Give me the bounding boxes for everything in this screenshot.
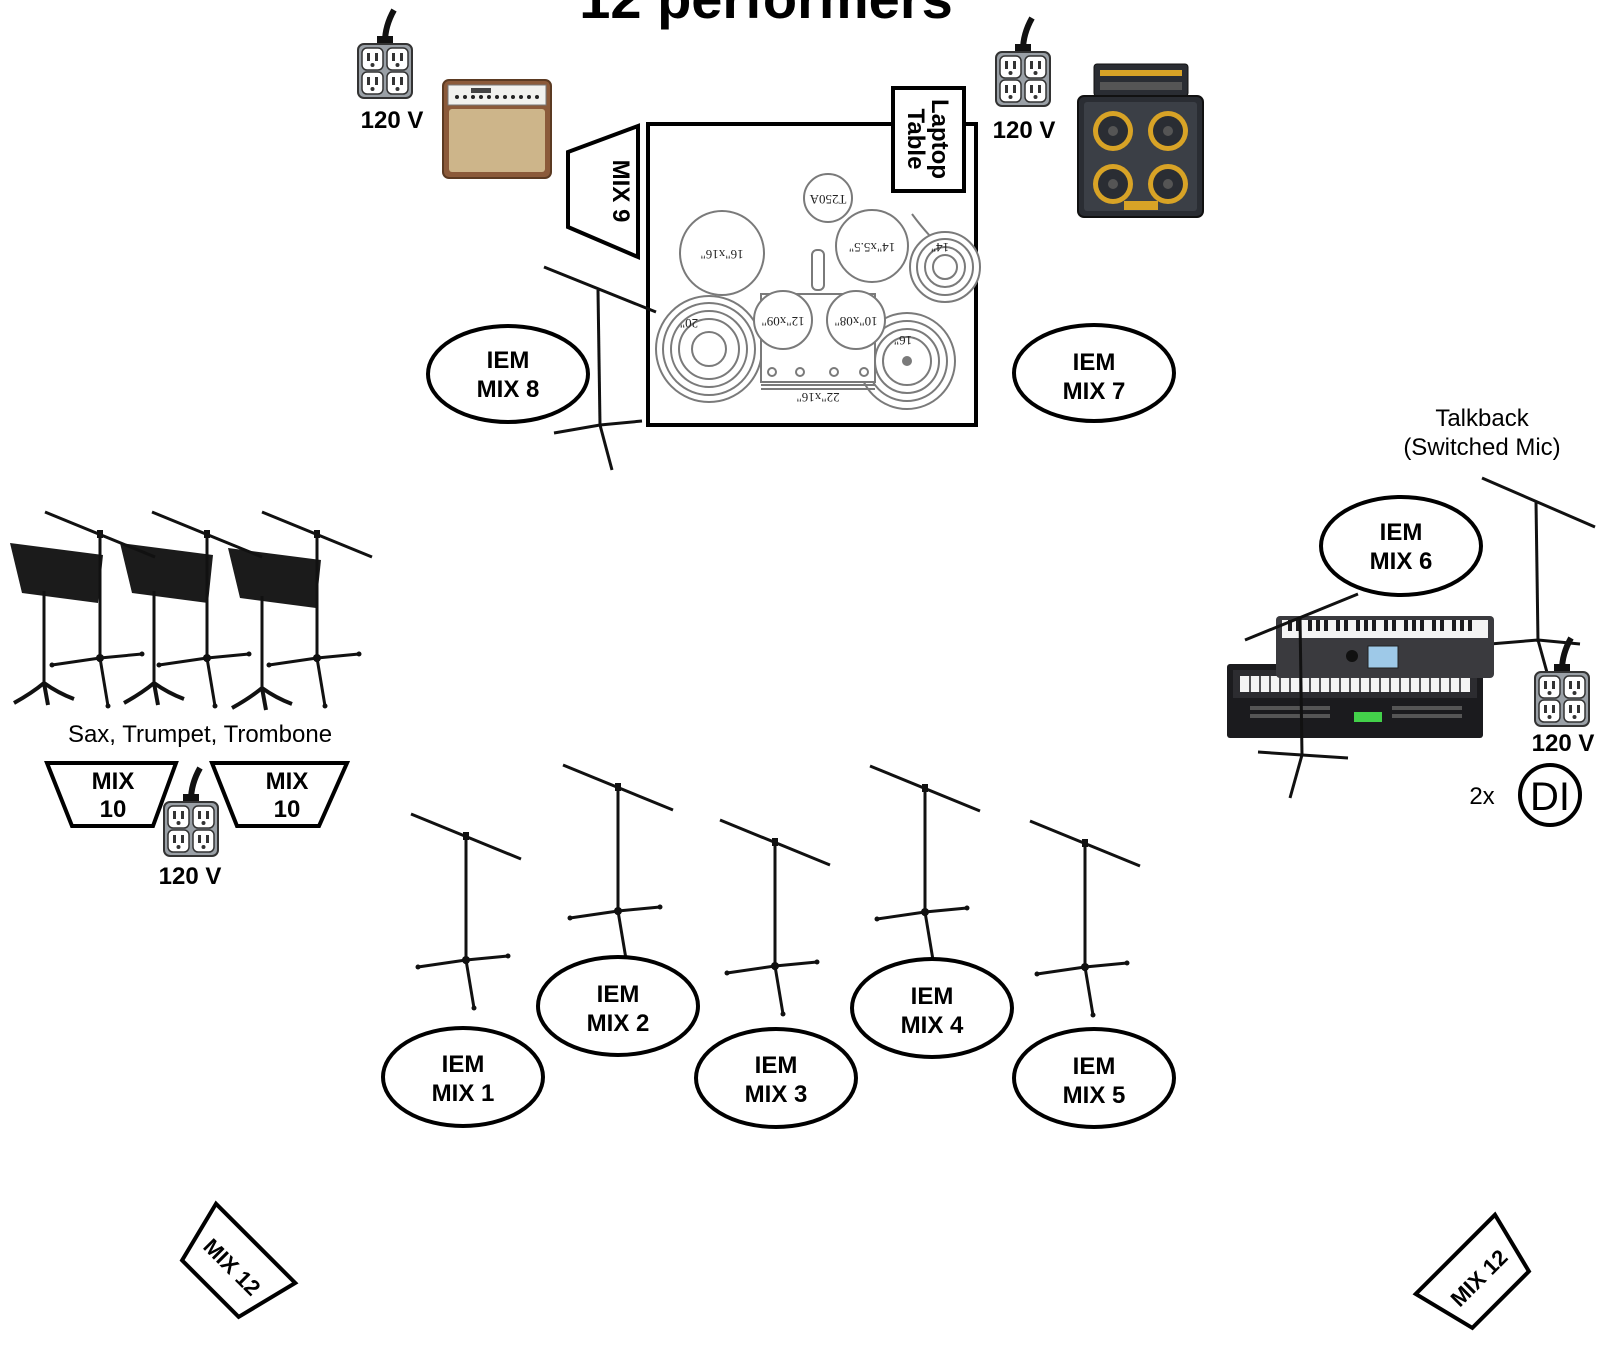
drum-size-labels: T250A 16"x16" 14"x5.5" 14" 20" 16" 12"x0… <box>680 192 949 405</box>
drum-label-kick: 22"x16" <box>796 390 839 405</box>
power-outlet-icon <box>996 18 1050 106</box>
drum-label-snare: 14"x5.5" <box>849 240 895 255</box>
di-label: DI <box>1530 775 1570 819</box>
iem-label: IEM <box>1073 1053 1116 1080</box>
iem-mix-label: MIX 6 <box>1370 548 1433 575</box>
iem-mix-8: IEM MIX 8 <box>426 324 590 424</box>
power-label: 120 V <box>361 107 424 134</box>
mic-stand-icon <box>868 764 982 964</box>
di-count: 2x <box>1469 783 1494 810</box>
iem-mix-2: IEM MIX 2 <box>536 955 700 1057</box>
power-outlet-icon <box>1535 638 1589 726</box>
iem-mix-label: MIX 3 <box>745 1081 808 1108</box>
iem-label: IEM <box>911 983 954 1010</box>
iem-mix-label: MIX 2 <box>587 1010 650 1037</box>
iem-mix-4: IEM MIX 4 <box>850 957 1014 1059</box>
wedge-monitor-mix-10-left: MIX 10 <box>44 761 179 828</box>
iem-mix-7: IEM MIX 7 <box>1012 323 1176 423</box>
wedge-label-word: MIX <box>92 768 135 795</box>
music-stand-icon <box>226 546 323 712</box>
wedge-monitor-mix-9: MIX 9 <box>566 123 640 261</box>
drum-label-tom-12x09: 12"x09" <box>761 314 804 329</box>
mic-stand-icon <box>260 510 374 710</box>
laptop-table-line-1: Laptop <box>926 99 953 179</box>
mic-stand-icon <box>561 763 675 963</box>
iem-mix-label: MIX 1 <box>432 1080 495 1107</box>
mic-stand-icon <box>543 265 657 471</box>
power-label: 120 V <box>159 863 222 890</box>
drum-label-tom-16x16: 16"x16" <box>700 247 743 262</box>
wedge-label-mix-9: MIX 9 <box>607 160 634 223</box>
drum-kit-icon <box>655 173 981 410</box>
iem-mix-label: MIX 8 <box>477 376 540 403</box>
music-stand-icon <box>118 541 215 707</box>
wedge-monitor-mix-10-right: MIX 10 <box>209 761 351 828</box>
laptop-table-line-2: Table <box>902 109 929 170</box>
drum-label-cymbal-16: 16" <box>894 333 912 348</box>
drum-label-tom-10x08: 10"x08" <box>834 314 877 329</box>
iem-mix-1: IEM MIX 1 <box>381 1026 545 1128</box>
wedge-label-number: 10 <box>100 796 127 823</box>
wedge-monitor-mix-12-right: MIX 12 <box>1412 1211 1532 1331</box>
keyboard-icon <box>1227 616 1494 738</box>
iem-mix-label: MIX 7 <box>1063 378 1126 405</box>
iem-mix-6: IEM MIX 6 <box>1319 495 1483 597</box>
iem-mix-3: IEM MIX 3 <box>694 1027 858 1129</box>
talkback-label-line-1: Talkback <box>1435 405 1529 432</box>
horn-section-label: Sax, Trumpet, Trombone <box>68 721 332 748</box>
power-label: 120 V <box>1532 730 1595 757</box>
drum-label-throne: T250A <box>809 192 846 207</box>
iem-mix-label: MIX 5 <box>1063 1082 1126 1109</box>
page-title: 12 performers <box>579 0 953 30</box>
iem-mix-5: IEM MIX 5 <box>1012 1027 1176 1129</box>
mic-stand-icon <box>43 510 157 710</box>
iem-label: IEM <box>442 1051 485 1078</box>
iem-label: IEM <box>1073 349 1116 376</box>
power-outlet-icon <box>358 10 412 98</box>
iem-label: IEM <box>755 1052 798 1079</box>
laptop-table: Laptop Table <box>891 86 966 193</box>
power-outlet-icon <box>164 768 218 856</box>
drum-label-cymbal-20: 20" <box>680 316 698 331</box>
talkback-label-line-2: (Switched Mic) <box>1403 434 1560 461</box>
mic-stand-icon <box>718 818 832 1018</box>
mic-stand-icon <box>1481 476 1596 677</box>
iem-label: IEM <box>597 981 640 1008</box>
drum-label-cymbal-14: 14" <box>931 240 949 255</box>
wedge-monitor-mix-12-left: MIX 12 <box>179 1200 299 1320</box>
bass-cabinet-icon <box>1077 63 1204 218</box>
iem-mix-label: MIX 4 <box>901 1012 964 1039</box>
power-label: 120 V <box>993 117 1056 144</box>
mic-stand-icon <box>150 510 264 710</box>
wedge-label-word: MIX <box>266 768 309 795</box>
iem-label: IEM <box>487 347 530 374</box>
music-stand-icon <box>8 541 105 707</box>
guitar-amp-icon <box>442 79 552 179</box>
mic-stand-icon <box>1028 819 1142 1019</box>
di-box-icon: DI <box>1518 763 1582 827</box>
iem-label: IEM <box>1380 519 1423 546</box>
mic-stand-icon <box>409 812 523 1012</box>
wedge-label-number: 10 <box>274 796 301 823</box>
mic-stand-icon <box>1244 592 1359 799</box>
